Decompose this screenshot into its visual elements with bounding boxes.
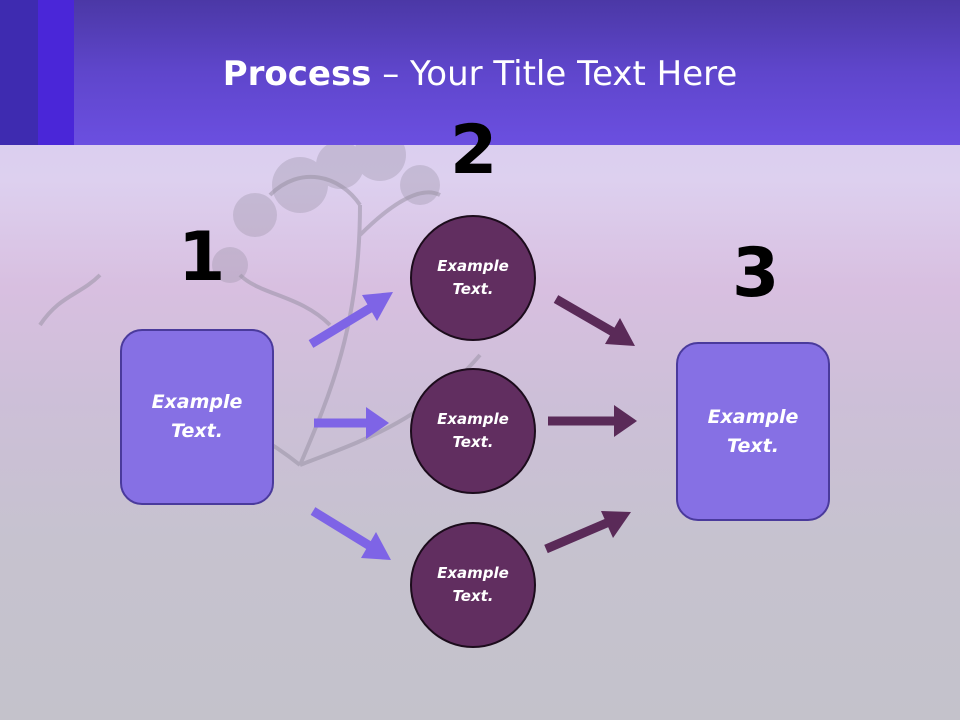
arrows-right — [544, 295, 637, 554]
arrow-from-mid-circle — [548, 405, 637, 437]
step-number-3: 3 — [732, 234, 780, 313]
header-accent-strip — [0, 0, 38, 145]
arrow-from-bot-circle — [544, 511, 631, 554]
circle-middle: Example Text. — [410, 368, 536, 494]
title-bold: Process — [222, 54, 372, 94]
left-process-box: Example Text. — [120, 329, 274, 505]
tree-silhouette-image — [38, 145, 482, 467]
circle-bottom: Example Text. — [410, 522, 536, 648]
arrows-left — [308, 292, 393, 560]
arrow-to-bot-circle — [310, 507, 391, 560]
arrow-from-top-circle — [553, 295, 635, 346]
title-text: – Your Title Text Here — [371, 54, 738, 94]
circle-bottom-label: Example Text. — [437, 564, 509, 605]
arrow-to-mid-circle — [314, 407, 389, 439]
step-number-1: 1 — [178, 218, 226, 297]
header-accent-strip-2 — [38, 0, 74, 145]
left-box-label: Example Text. — [151, 391, 243, 442]
circle-top: Example Text. — [410, 215, 536, 341]
circle-top-label: Example Text. — [437, 257, 509, 298]
title-bar: Process – Your Title Text Here — [0, 0, 960, 145]
right-process-box: Example Text. — [676, 342, 830, 521]
arrow-to-top-circle — [308, 292, 393, 348]
step-number-2: 2 — [450, 111, 498, 190]
slide-title: Process – Your Title Text Here — [0, 54, 960, 94]
right-box-label: Example Text. — [707, 405, 799, 457]
circle-middle-label: Example Text. — [437, 410, 509, 451]
